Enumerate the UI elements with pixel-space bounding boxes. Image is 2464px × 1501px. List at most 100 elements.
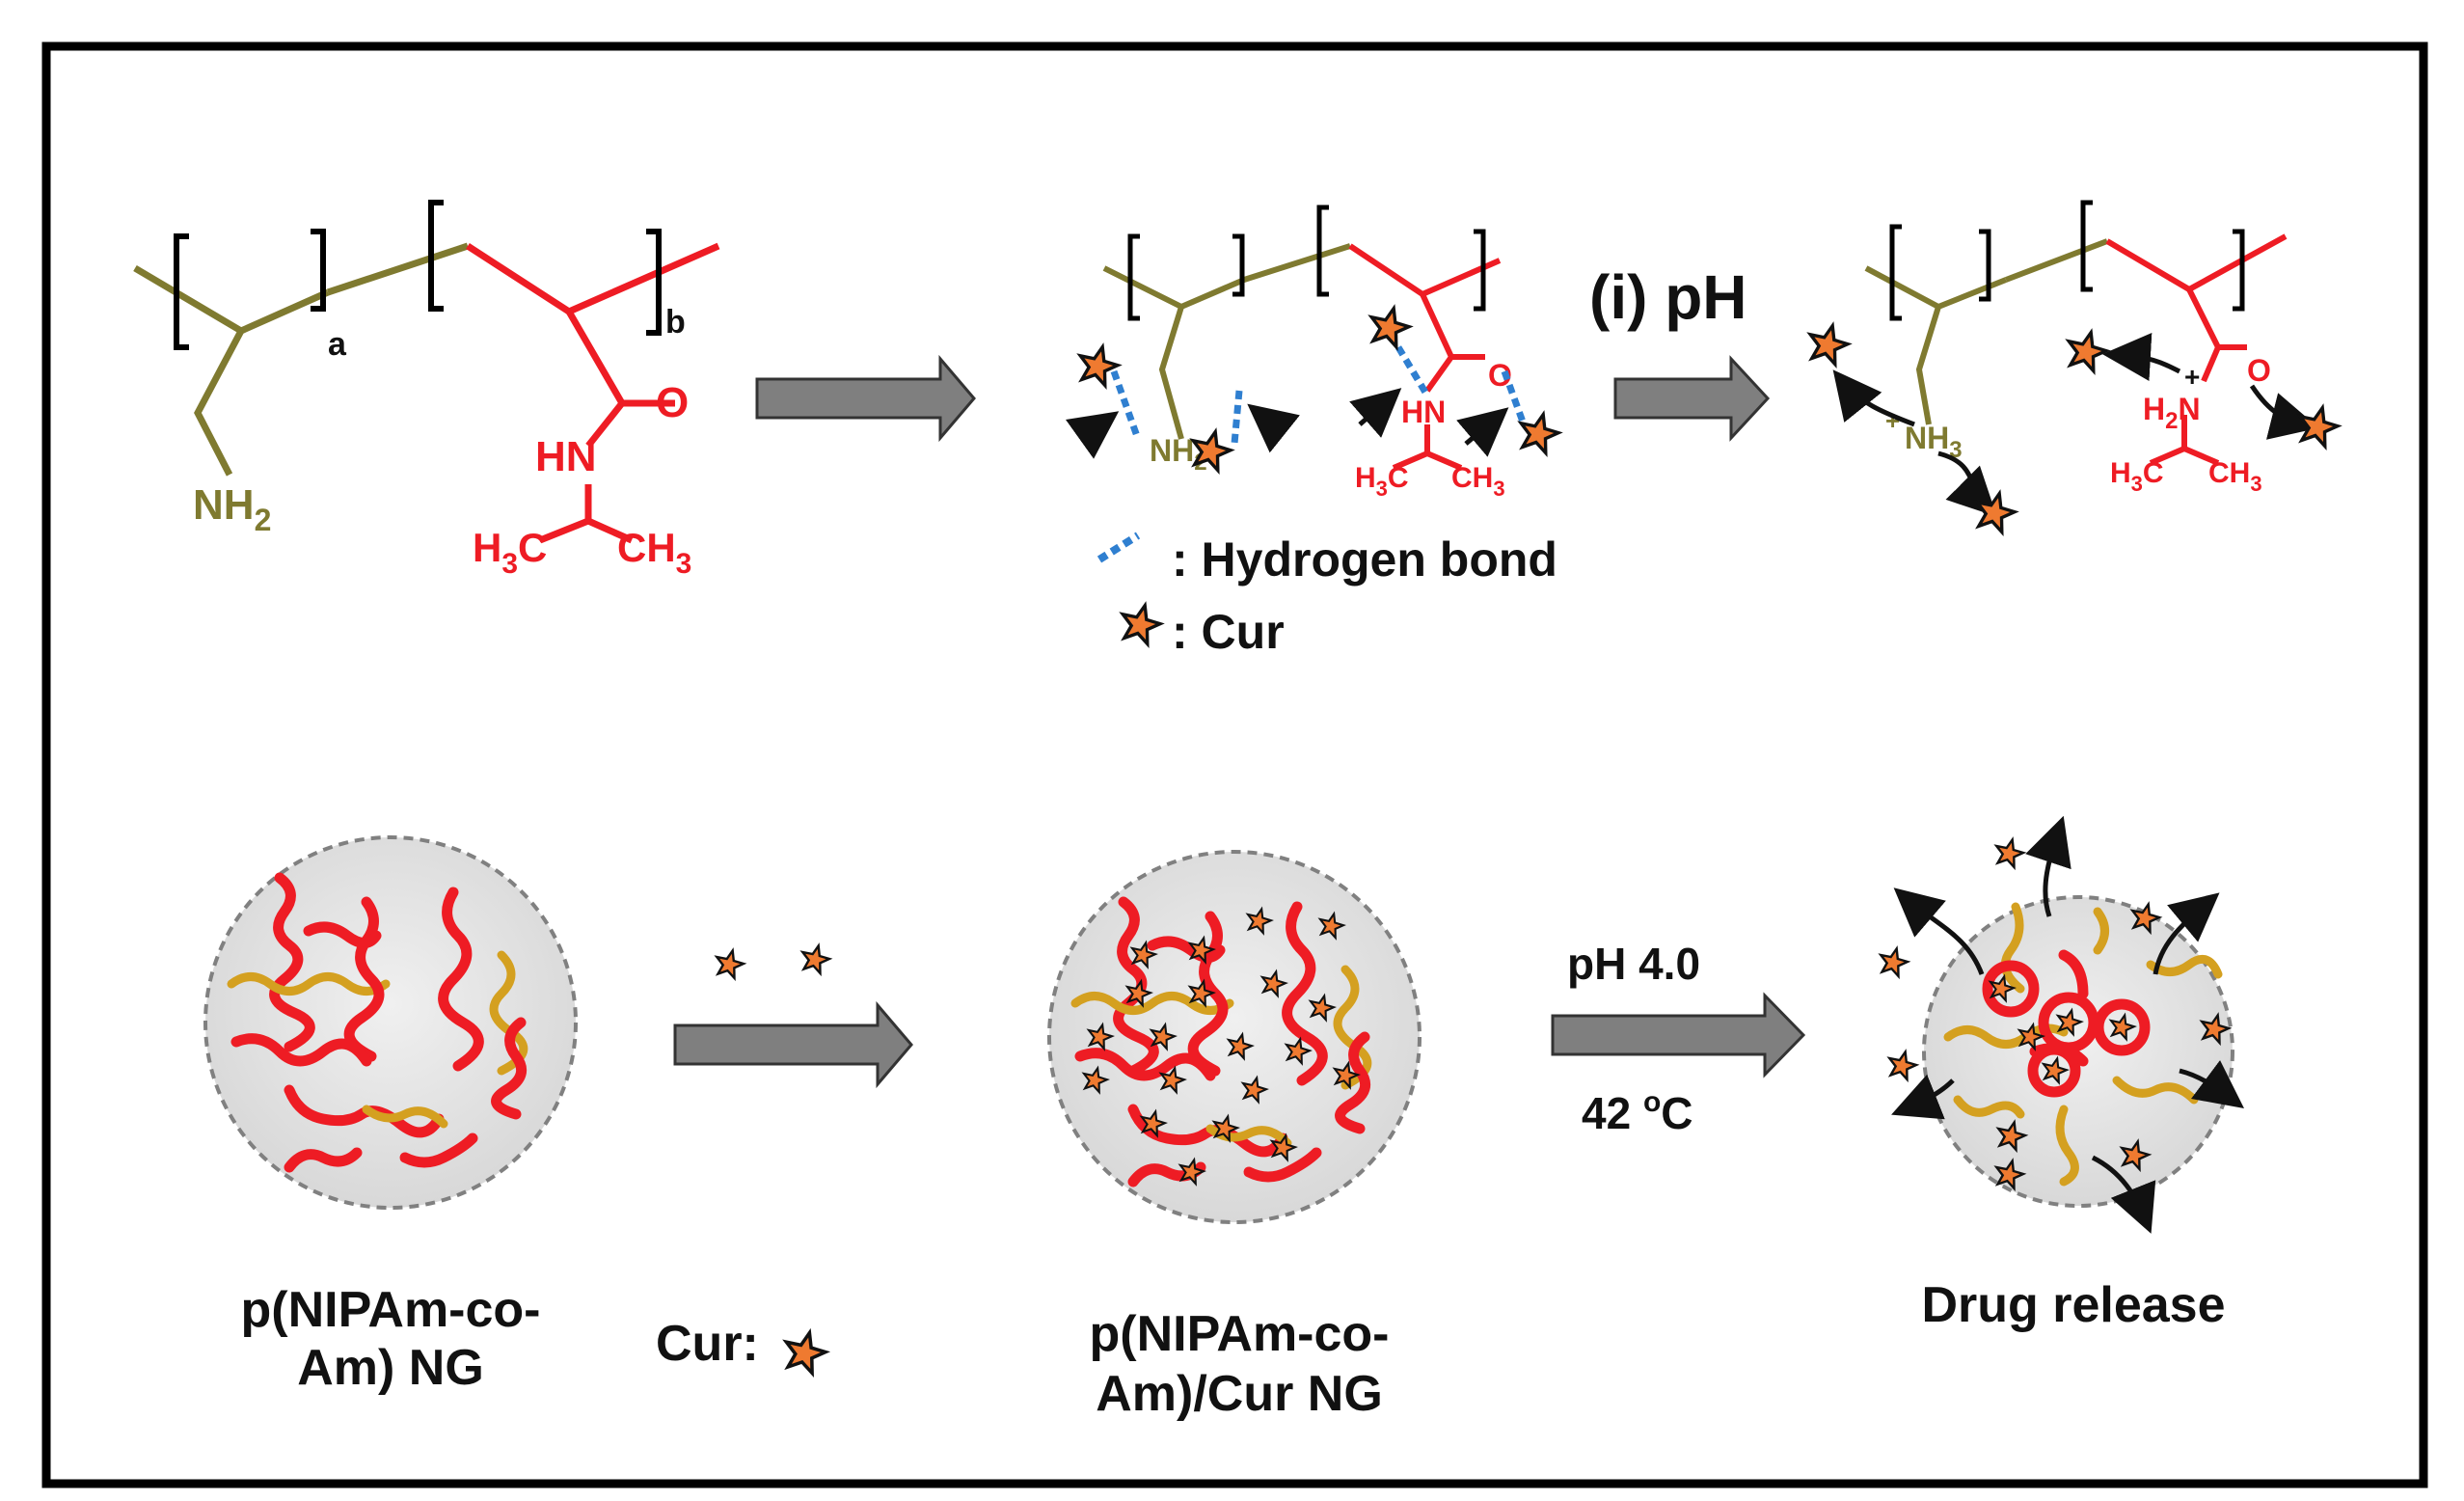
cur-star-icon: [1240, 1075, 1269, 1105]
loaded-amine-label: NH2: [1150, 433, 1207, 476]
amide-plus: +: [2184, 362, 2200, 392]
cur-star-icon: [1806, 321, 1853, 368]
loaded-methyl-right: CH3: [1451, 462, 1505, 501]
cur-star-icon: [1332, 1060, 1361, 1090]
hbond-4: [1501, 369, 1528, 426]
cur-star-icon: [1973, 489, 2019, 536]
bracket-b-close: [646, 229, 662, 336]
release-out-arrow-4: [1891, 1074, 1955, 1120]
cur-star-icon: [1367, 304, 1414, 351]
cur-star-icon: [2199, 1012, 2233, 1047]
cur-star-icon: [1995, 1119, 2029, 1154]
condition-temp: 42 oC: [1582, 1086, 1693, 1138]
amine-label: NH2: [193, 481, 271, 537]
protonated-carbonyl-oxygen: O: [2247, 353, 2271, 388]
cur-star-icon: [1993, 836, 2027, 871]
outer-frame: [41, 41, 2428, 1488]
carbonyl-oxygen: O: [656, 379, 689, 426]
cur-star-icon: [1878, 945, 1911, 980]
cur-star-icon: [2065, 328, 2111, 375]
cur-star-icon: [1149, 1022, 1178, 1051]
cur-star-icon: [2296, 403, 2342, 450]
cur-star-icon: [2041, 1055, 2070, 1085]
hbond-1: [1110, 369, 1142, 441]
pointer-arrow-2: [1247, 403, 1300, 453]
process-arrow-1: [755, 354, 976, 443]
release-out-arrow-6: [2091, 1155, 2156, 1234]
release-arrow-2: [1937, 450, 1997, 517]
cur-star-icon: [1245, 906, 1274, 936]
cur-star-icon: [1317, 911, 1346, 941]
cur-star-icon: [1076, 342, 1123, 390]
cur-star-icon: [1226, 1031, 1255, 1061]
amide-nh: HN: [535, 433, 597, 480]
nanogel-empty: [203, 835, 578, 1210]
ammonium-plus: +: [1885, 406, 1900, 435]
cur-star-icon: [1189, 427, 1235, 475]
process-arrow-4: [1551, 992, 1806, 1078]
subscript-a: a: [328, 326, 347, 363]
cur-stars: [714, 304, 2342, 1378]
cur-star-icon: [1211, 1113, 1240, 1143]
pointer-arrow-4: [1456, 407, 1509, 457]
cur-star-icon: [1993, 1158, 2027, 1192]
loaded-label-line2: Am)/Cur NG: [1096, 1366, 1383, 1422]
cur-star-icon: [2108, 1012, 2137, 1042]
ng-label-line1: p(NIPAm-co-: [240, 1282, 540, 1338]
cur-star-icon: [1129, 940, 1158, 969]
hbond-3: [1394, 345, 1431, 397]
cur-star-icon: [1119, 601, 1165, 648]
cur-star-icon: [2129, 901, 2163, 936]
cur-star-icon: [2017, 1022, 2045, 1051]
cur-star-icon: [1886, 1049, 1920, 1083]
cur-star-icon: [1158, 1065, 1187, 1095]
methyl-left: H3C: [473, 525, 547, 580]
release-arrow-3: [2102, 333, 2181, 381]
release-label: Drug release: [1921, 1277, 2225, 1333]
legend-cur-label: : Cur: [1172, 605, 1285, 659]
release-arrow-1: [1832, 369, 1915, 427]
bracket-b-open: [428, 200, 444, 312]
loaded-methyl-left: H3C: [1355, 462, 1409, 501]
cur-star-icon: [2119, 1138, 2153, 1173]
legend-hbond-label: : Hydrogen bond: [1172, 532, 1557, 587]
protonated-methyl-right: CH3: [2208, 457, 2262, 496]
bracket-a-close: [311, 229, 326, 312]
cur-star-icon: [1081, 1065, 1110, 1095]
hbond-2: [1231, 390, 1243, 445]
protonated-structure: NH3 + H2N + O H3C CH3: [1832, 200, 2319, 517]
ng-label-line2: Am) NG: [297, 1340, 484, 1396]
cur-star-icon: [1139, 1108, 1168, 1138]
pointer-arrow-1: [1065, 411, 1120, 459]
cur-star-icon: [1284, 1036, 1313, 1066]
cur-star-icon: [1269, 1133, 1298, 1162]
cur-star-icon: [1187, 935, 1216, 965]
release-out-arrow-2: [2025, 815, 2071, 917]
cur-star-icon: [1124, 978, 1153, 1008]
process-arrow-3: [673, 1000, 913, 1089]
cur-star-icon: [1259, 969, 1288, 998]
cur-star-icon: [1178, 1157, 1206, 1187]
release-out-arrow-5: [2179, 1060, 2245, 1108]
nanogel-sphere: [203, 835, 578, 1210]
condition-ph: pH 4.0: [1567, 939, 1700, 989]
release-out-arrow-1: [1893, 887, 1985, 975]
bracket-a-open: [174, 233, 189, 350]
pointer-arrow-3: [1349, 388, 1402, 438]
legend-hbond-swatch: [1097, 532, 1141, 563]
cur-star-icon: [782, 1327, 831, 1378]
process-arrow-2: [1613, 355, 1771, 442]
cur-key-label: Cur:: [656, 1316, 759, 1372]
cur-star-icon: [1187, 978, 1216, 1008]
cur-star-icon: [1988, 973, 2017, 1003]
cur-star-icon: [714, 947, 747, 982]
subscript-b: b: [665, 304, 686, 341]
protonated-methyl-left: H3C: [2110, 457, 2164, 496]
release-arrow-4: [2249, 384, 2319, 440]
cur-star-icon: [1086, 1022, 1115, 1051]
copolymer-structure: NH2 a b O HN H3C CH3: [133, 200, 720, 580]
cur-star-icon: [2055, 1007, 2084, 1037]
cur-star-icon: [799, 942, 833, 977]
methyl-right: CH3: [617, 525, 691, 580]
